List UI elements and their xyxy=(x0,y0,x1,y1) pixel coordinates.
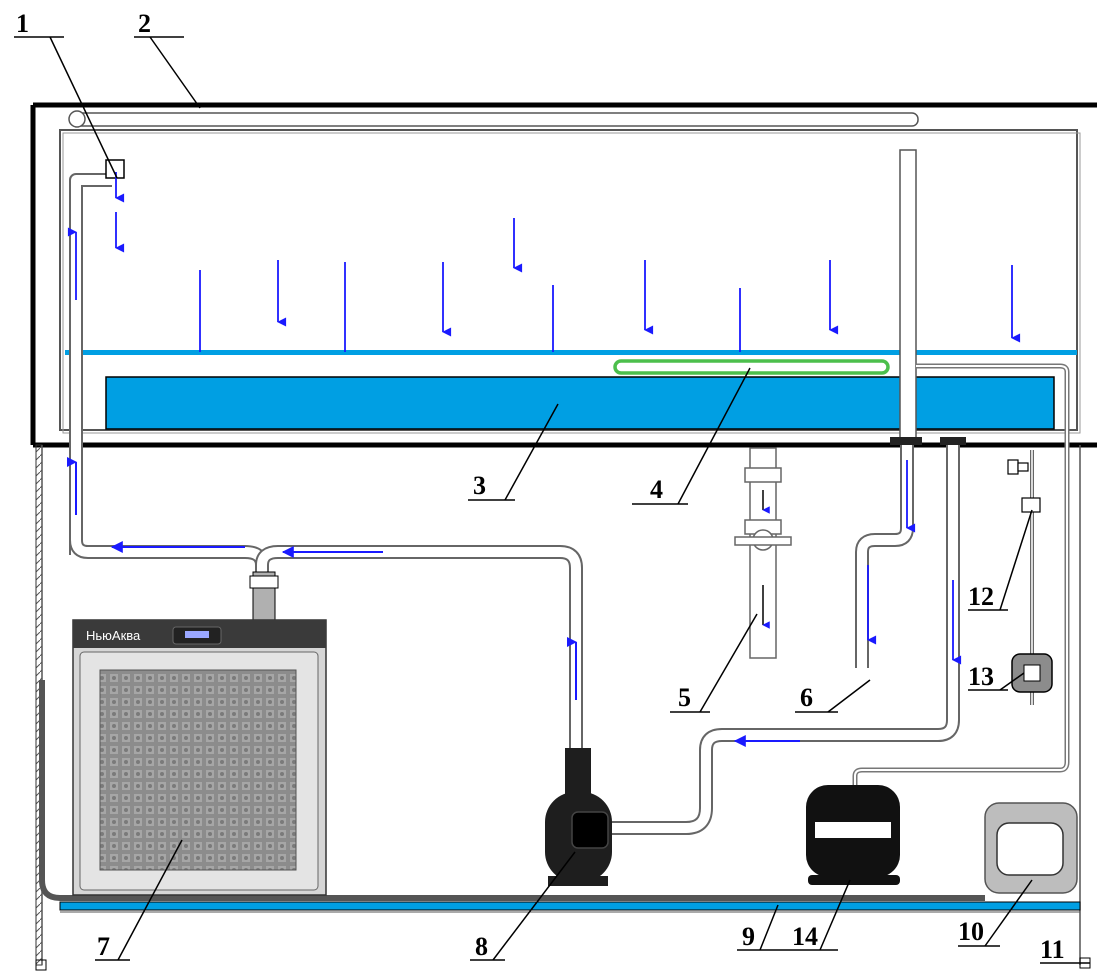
control-box xyxy=(984,802,1078,894)
upper-tank xyxy=(59,129,1081,434)
label-8: 8 xyxy=(475,932,488,961)
overflow-drain-pipe xyxy=(855,445,916,668)
circulation-pump xyxy=(545,748,612,886)
label-13: 13 xyxy=(968,662,994,691)
air-regulator-line xyxy=(1007,450,1053,705)
label-4: 4 xyxy=(650,475,663,504)
water-surface-line xyxy=(65,350,1077,355)
label-3: 3 xyxy=(473,471,486,500)
drain-valve xyxy=(734,447,792,659)
label-5: 5 xyxy=(678,683,691,712)
distribution-tube xyxy=(105,376,1055,430)
flow-arrows-tank xyxy=(67,172,1021,352)
chiller-unit: НьюАква xyxy=(72,571,327,896)
inlet-pipe xyxy=(69,159,125,555)
label-11: 11 xyxy=(1040,935,1065,964)
filter-element xyxy=(613,359,890,375)
base-drain-line xyxy=(39,680,1081,913)
label-2: 2 xyxy=(138,9,151,38)
spray-bar xyxy=(68,110,919,128)
overflow-standpipe xyxy=(890,149,966,445)
label-7: 7 xyxy=(97,932,110,961)
air-compressor xyxy=(806,785,900,885)
leader-lines xyxy=(14,36,1090,964)
label-14: 14 xyxy=(792,922,818,951)
label-6: 6 xyxy=(800,683,813,712)
return-pipe-left xyxy=(69,440,583,760)
flow-arrows-return xyxy=(67,457,577,700)
label-12: 12 xyxy=(968,582,994,611)
label-9: 9 xyxy=(742,922,755,951)
pump-suction-pipe xyxy=(600,445,962,835)
label-10: 10 xyxy=(958,917,984,946)
chiller-brand: НьюАква xyxy=(86,628,141,643)
label-1: 1 xyxy=(16,9,29,38)
